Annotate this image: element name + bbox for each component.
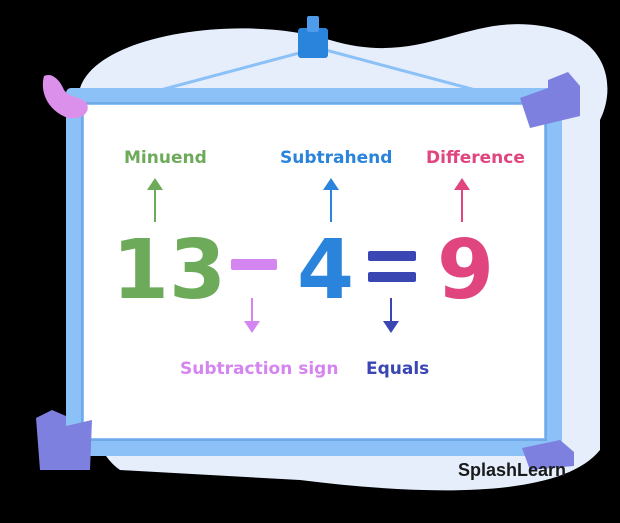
- up-arrow-icon: [454, 178, 470, 222]
- corner-top-right: [520, 72, 580, 128]
- equation-minuend: 13: [112, 223, 227, 318]
- label-subtraction-sign: Subtraction sign: [180, 359, 339, 379]
- corner-top-left: [42, 74, 88, 119]
- equation-subtrahend: 4: [297, 223, 355, 318]
- corner-bottom-right: [522, 440, 574, 470]
- label-subtrahend: Subtrahend: [280, 148, 393, 168]
- board-frame-inner-line: [81, 102, 547, 441]
- hanger-icon: [298, 16, 328, 58]
- label-minuend: Minuend: [124, 148, 207, 168]
- equation-difference: 9: [437, 223, 495, 318]
- corner-bottom-left: [36, 410, 92, 470]
- down-arrow-icon: [244, 298, 260, 333]
- board-surface: [84, 105, 544, 438]
- label-difference: Difference: [426, 148, 525, 168]
- subtraction-sign-bar: [231, 259, 277, 270]
- up-arrow-icon: [323, 178, 339, 222]
- brand-logo-text: SplashLearn: [458, 460, 567, 480]
- down-arrow-icon: [383, 298, 399, 333]
- up-arrow-icon: [147, 178, 163, 222]
- label-equals: Equals: [366, 359, 430, 379]
- equals-sign-bars: [368, 251, 416, 282]
